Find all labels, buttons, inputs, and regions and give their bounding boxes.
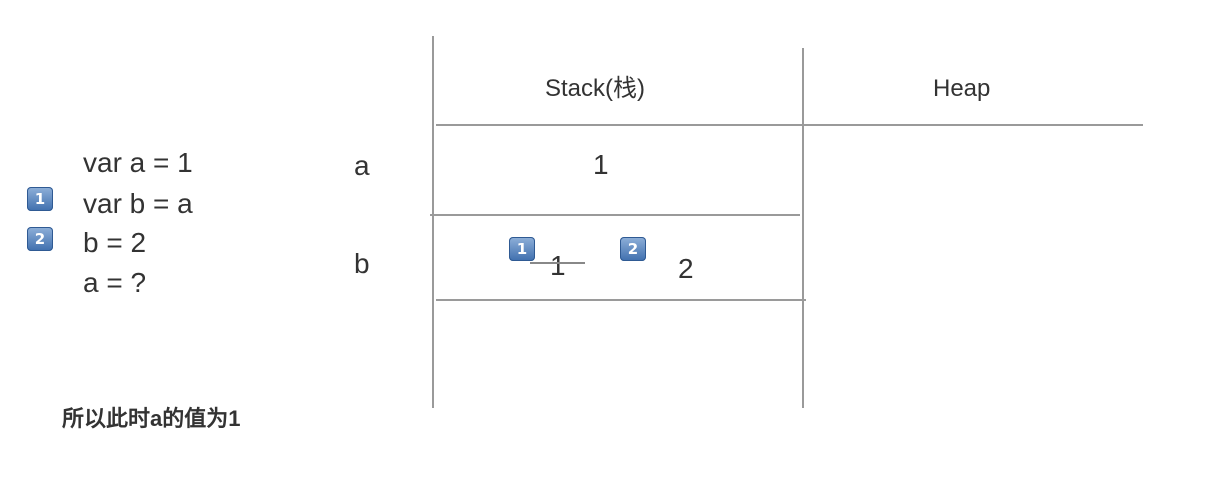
stack-b-old-value: 1 (550, 250, 566, 281)
code-line-3: b = 2 (83, 227, 147, 258)
row-a-label: a (354, 150, 370, 181)
code-line-1: var a = 1 (83, 147, 193, 178)
stack-a-value: 1 (593, 149, 609, 180)
stack-header: Stack(栈) (545, 75, 646, 102)
strikethrough-line (530, 262, 585, 264)
step-2-cell-badge-icon: 2 (620, 237, 646, 261)
stack-b-new-value: 2 (678, 253, 694, 284)
step-1-cell-badge-icon: 1 (509, 237, 535, 261)
conclusion-text: 所以此时a的值为1 (62, 406, 241, 431)
code-line-2: var b = a (83, 188, 193, 219)
step-2-badge-icon: 2 (27, 227, 53, 251)
step-1-badge-icon: 1 (27, 187, 53, 211)
heap-header: Heap (933, 75, 991, 102)
row-b-label: b (354, 248, 370, 279)
code-line-4: a = ? (83, 267, 147, 298)
